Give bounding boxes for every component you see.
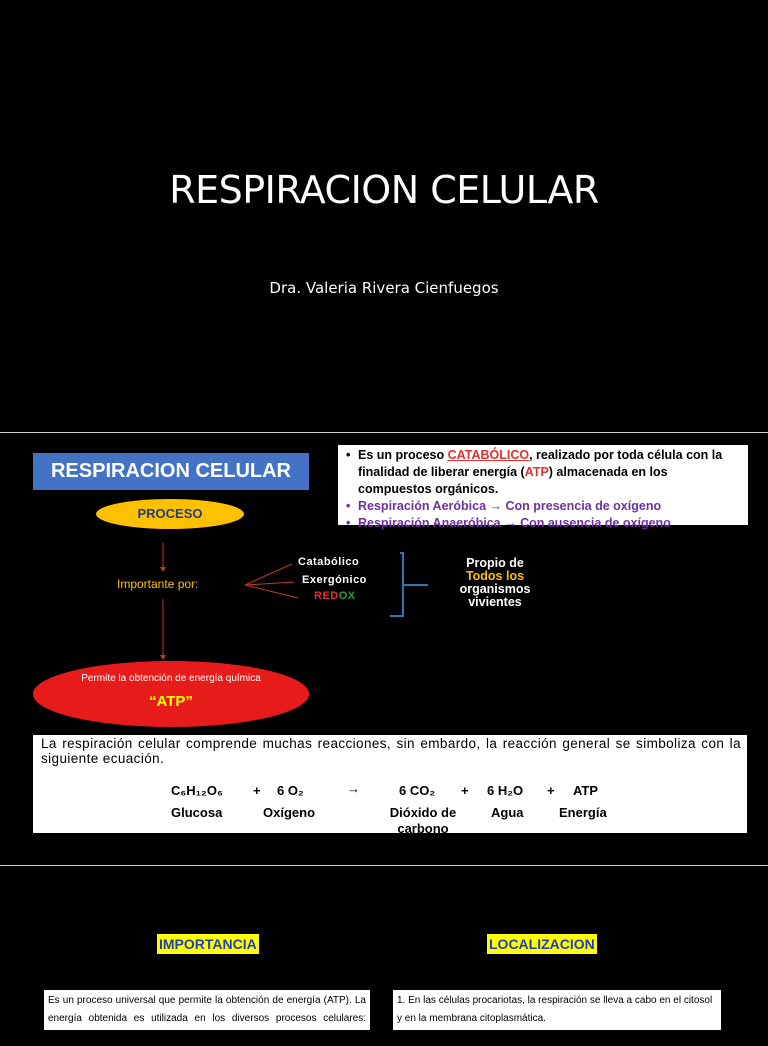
oxygen-formula: 6 O₂ <box>277 783 304 798</box>
aerobic-line: Respiración Aeróbica → Con presencia de … <box>344 498 742 515</box>
localizacion-text: 1. En las células procariotas, la respir… <box>393 990 721 1030</box>
reaction-arrow: → <box>347 781 360 796</box>
section-banner: RESPIRACION CELULAR <box>33 453 309 490</box>
definition-text: Es un proceso <box>358 448 448 462</box>
definition-text: , realizado por toda célula con la final… <box>358 448 723 479</box>
arrow-head <box>160 655 166 660</box>
propio-line: Todos los <box>465 569 525 583</box>
definition-text: ) almacenada en los compuestos orgánicos… <box>358 465 668 496</box>
importancia-heading: IMPORTANCIA <box>157 934 259 954</box>
plus-sign: + <box>461 783 469 798</box>
water-formula: 6 H₂O <box>487 783 524 798</box>
energy-label: Energía <box>559 805 607 820</box>
permite-text: Permite la obtención de energía química <box>81 673 261 684</box>
co2-formula: 6 CO₂ <box>399 783 436 798</box>
redox-ox: OX <box>338 590 356 602</box>
glucose-label: Glucosa <box>171 805 223 820</box>
oxygen-label: Oxígeno <box>263 805 316 820</box>
importante-label: Importante por: <box>117 577 199 591</box>
catabolico-highlight: CATABÓLICO <box>447 448 530 462</box>
arrow-head <box>160 567 166 572</box>
plus-sign: + <box>547 783 555 798</box>
catabolico-label: Catabólico <box>298 556 360 568</box>
process-slide: RESPIRACION CELULAR Es un proceso CATABÓ… <box>0 433 768 865</box>
water-label: Agua <box>491 805 524 820</box>
propio-line: Propio de <box>466 556 524 570</box>
co2-label: Dióxido de carbono <box>389 805 457 836</box>
proceso-oval: PROCESO <box>96 499 244 529</box>
bracket <box>390 552 428 617</box>
exergonico-label: Exergónico <box>302 574 367 586</box>
equation-box: La respiración celular comprende muchas … <box>33 735 747 836</box>
anaerobic-line: Respiración Anaeróbica → Con ausencia de… <box>344 515 742 532</box>
flow-diagram-lines <box>160 543 428 660</box>
arrow-line <box>244 581 295 586</box>
glucose-formula: C₆H₁₂O₆ <box>171 783 223 798</box>
atp-text: “ATP” <box>149 693 193 710</box>
atp-formula: ATP <box>573 783 599 798</box>
atp-oval: Permite la obtención de energía química … <box>33 661 309 727</box>
propio-text: Propio de Todos los organismos vivientes <box>440 557 550 609</box>
slide-author: Dra. Valeria Rivera Cienfuegos <box>269 279 499 297</box>
importance-slide: IMPORTANCIA LOCALIZACION Es un proceso u… <box>0 866 768 1042</box>
definition-line: Es un proceso CATABÓLICO, realizado por … <box>344 447 742 498</box>
localizacion-heading: LOCALIZACION <box>487 934 597 954</box>
slide-divider <box>0 865 768 866</box>
arrow-line <box>244 584 299 599</box>
equation-intro: La respiración celular comprende muchas … <box>41 736 741 766</box>
definition-box: Es un proceso CATABÓLICO, realizado por … <box>338 445 748 532</box>
arrow-line <box>244 563 293 586</box>
slide-divider <box>0 432 768 433</box>
propio-line: organismos <box>459 582 531 596</box>
atp-highlight: ATP <box>524 465 549 479</box>
importancia-text: Es un proceso universal que permite la o… <box>44 990 370 1042</box>
propio-line: vivientes <box>468 595 522 609</box>
redox-label: REDOX <box>314 590 356 602</box>
redox-red: RED <box>314 590 339 602</box>
plus-sign: + <box>253 783 261 798</box>
title-slide: RESPIRACION CELULAR Dra. Valeria Rivera … <box>0 0 768 432</box>
slide-title: RESPIRACION CELULAR <box>169 168 599 212</box>
